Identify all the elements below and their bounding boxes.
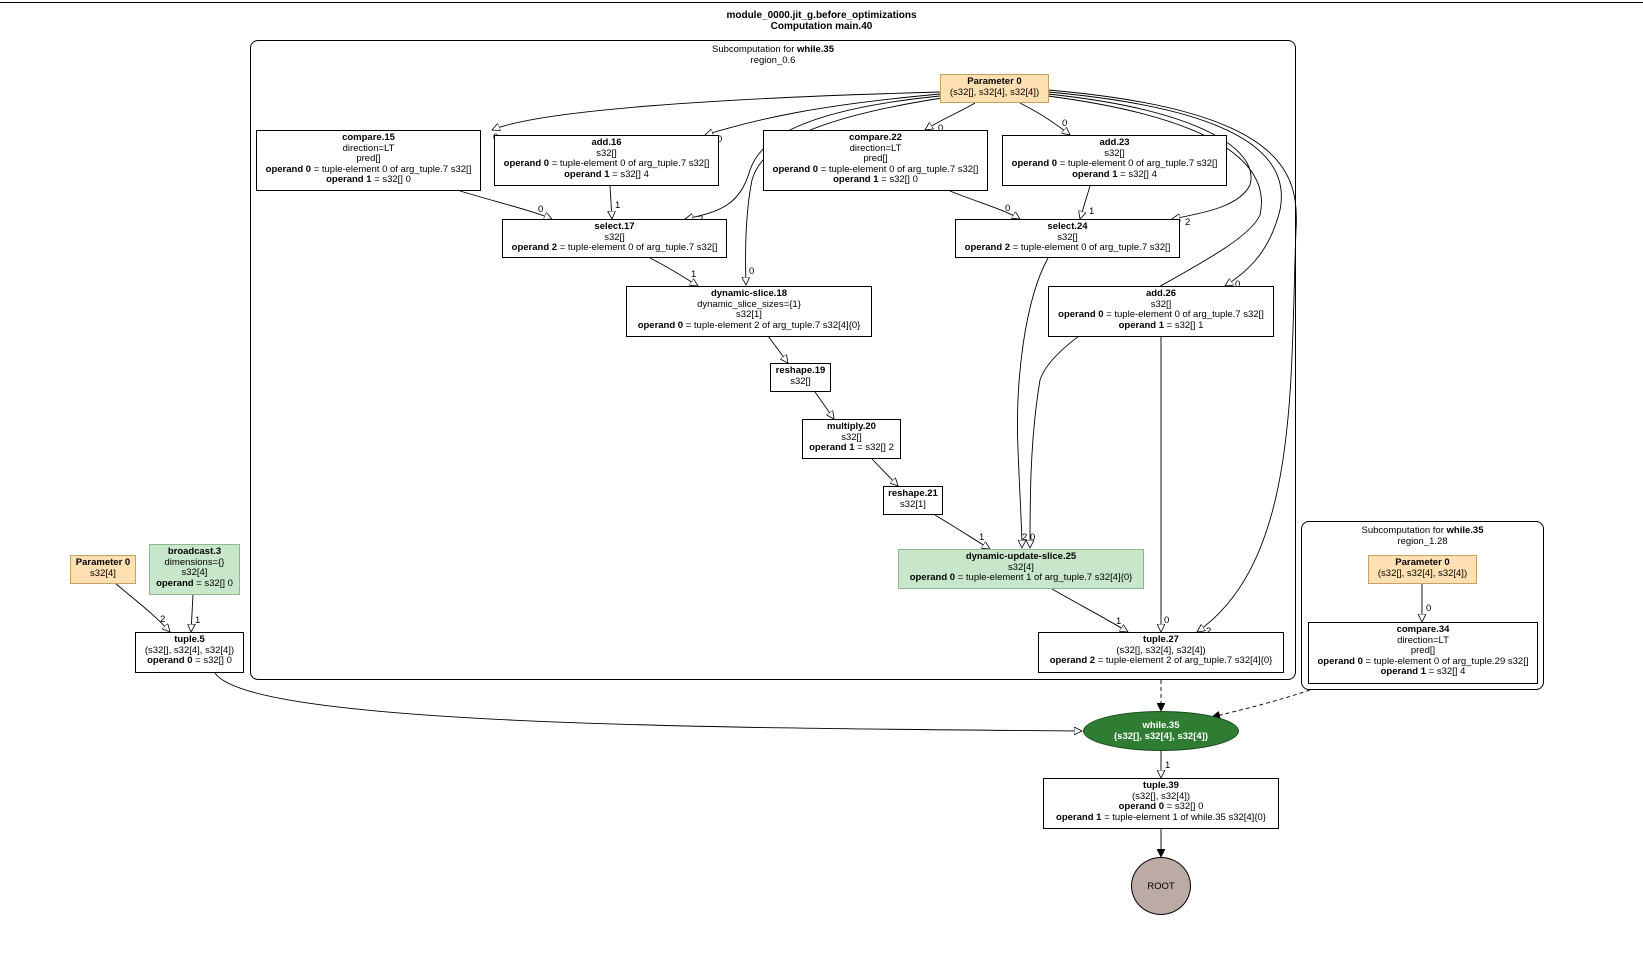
cluster-body-name: while.35 <box>797 44 834 55</box>
cluster-body-prefix: Subcomputation for <box>712 44 795 55</box>
node-compare-34[interactable]: compare.34 direction=LT pred[] operand 0… <box>1308 622 1538 684</box>
edge-label: 2 <box>1206 626 1211 637</box>
top-border <box>0 2 1643 3</box>
cluster-body-region: region_0.6 <box>750 55 796 66</box>
edge-param-compare22 <box>925 102 976 130</box>
graph-title-module: module_0000.jit_g.before_optimizations <box>726 10 917 21</box>
node-tuple-27[interactable]: tuple.27 (s32[], s32[4], s32[4]) operand… <box>1038 632 1284 673</box>
edge-label: 0 <box>938 123 943 134</box>
edge-param-add23 <box>1019 102 1070 135</box>
edge-label: 1 <box>1089 206 1094 217</box>
edge-label: 0 <box>717 134 722 145</box>
edge-tuple5-while35 <box>214 672 1082 731</box>
node-add-23[interactable]: add.23 s32[] operand 0 = tuple-element 0… <box>1002 135 1227 186</box>
edge-label: 0 <box>1426 603 1431 614</box>
edge-param-select17 <box>685 95 941 219</box>
node-compare-22[interactable]: compare.22 direction=LT pred[] operand 0… <box>763 130 988 191</box>
edge-param-add16 <box>705 93 941 135</box>
node-add-26[interactable]: add.26 s32[] operand 0 = tuple-element 0… <box>1048 286 1274 337</box>
edge-label: 2 <box>160 614 165 625</box>
edge-label: 1 <box>691 269 696 280</box>
node-add-16[interactable]: add.16 s32[] operand 0 = tuple-element 0… <box>494 135 719 186</box>
edge-broadcast3-tuple5 <box>191 594 193 632</box>
edge-reshape19-multiply20 <box>814 391 834 419</box>
edge-add23-select24 <box>1080 185 1091 219</box>
edge-label: 0 <box>538 204 543 215</box>
cluster-cond-prefix: Subcomputation for <box>1361 525 1444 536</box>
edge-param-dslice18 <box>746 97 943 285</box>
node-parameter-body[interactable]: Parameter 0 (s32[], s32[4], s32[4]) <box>940 74 1049 103</box>
edge-label: 2 <box>1185 217 1190 228</box>
cluster-while-condition: Subcomputation for while.35 region_1.28 <box>1301 521 1544 690</box>
graph-title: module_0000.jit_g.before_optimizations C… <box>0 10 1643 32</box>
edge-label: 1 <box>615 200 620 211</box>
cluster-while-body: Subcomputation for while.35 region_0.6 <box>250 40 1296 680</box>
edge-compare15-select17 <box>459 190 552 219</box>
cluster-cond-name: while.35 <box>1446 525 1484 536</box>
edge-dus25-tuple27 <box>1051 588 1128 632</box>
node-reshape-21[interactable]: reshape.21 s32[1] <box>883 486 943 515</box>
node-parameter-cond[interactable]: Parameter 0 (s32[], s32[4], s32[4]) <box>1368 555 1477 584</box>
node-dynamic-slice-18[interactable]: dynamic-slice.18 dynamic_slice_sizes={1}… <box>626 286 872 337</box>
graph-title-computation: Computation main.40 <box>770 21 873 32</box>
node-reshape-19[interactable]: reshape.19 s32[] <box>770 363 831 392</box>
edge-label: 2 <box>1022 532 1027 543</box>
edge-param-compare15 <box>492 91 941 130</box>
edge-label: 1 <box>195 615 200 626</box>
node-root[interactable]: ROOT <box>1131 857 1191 915</box>
edge-select17-dslice18 <box>649 257 698 286</box>
node-select-24[interactable]: select.24 s32[] operand 2 = tuple-elemen… <box>955 219 1180 258</box>
edge-label: 1 <box>1116 616 1121 627</box>
node-select-17[interactable]: select.17 s32[] operand 2 = tuple-elemen… <box>502 219 727 258</box>
edge-param-add26 <box>1047 91 1282 286</box>
node-multiply-20[interactable]: multiply.20 s32[] operand 1 = s32[] 2 <box>802 419 901 459</box>
edge-label: 0 <box>1164 615 1169 626</box>
edge-param-tuple27 <box>1047 89 1297 632</box>
node-while-35[interactable]: while.35 (s32[], s32[4], s32[4]) <box>1083 711 1239 751</box>
edge-parammain-tuple5 <box>114 582 170 632</box>
node-compare-15[interactable]: compare.15 direction=LT pred[] operand 0… <box>256 130 481 191</box>
edge-reshape21-dus25 <box>934 514 990 549</box>
edge-label: 1 <box>979 532 984 543</box>
edge-label: 0 <box>749 266 754 277</box>
edge-dslice18-reshape19 <box>767 335 788 363</box>
cluster-cond-region: region_1.28 <box>1397 536 1448 547</box>
edge-add16-select17 <box>610 185 612 219</box>
edge-label: 1 <box>1165 760 1170 771</box>
node-tuple-5[interactable]: tuple.5 (s32[], s32[4], s32[4]) operand … <box>135 632 244 673</box>
node-broadcast-3[interactable]: broadcast.3 dimensions={} s32[4] operand… <box>149 544 240 595</box>
node-dynamic-update-slice-25[interactable]: dynamic-update-slice.25 s32[4] operand 0… <box>898 549 1144 589</box>
edge-multiply20-reshape21 <box>871 458 898 486</box>
edge-label: 0 <box>1235 279 1240 290</box>
edge-cond-while35 <box>1212 689 1311 717</box>
edge-label: 0 <box>1062 118 1067 129</box>
node-parameter-main[interactable]: Parameter 0 s32[4] <box>70 555 136 584</box>
node-tuple-39[interactable]: tuple.39 (s32[], s32[4]) operand 0 = s32… <box>1043 778 1279 829</box>
edge-label: 0 <box>1005 203 1010 214</box>
edge-select24-dus25 <box>1017 257 1049 548</box>
edge-label: 0 <box>1030 532 1035 543</box>
edge-compare22-select24 <box>949 190 1020 219</box>
